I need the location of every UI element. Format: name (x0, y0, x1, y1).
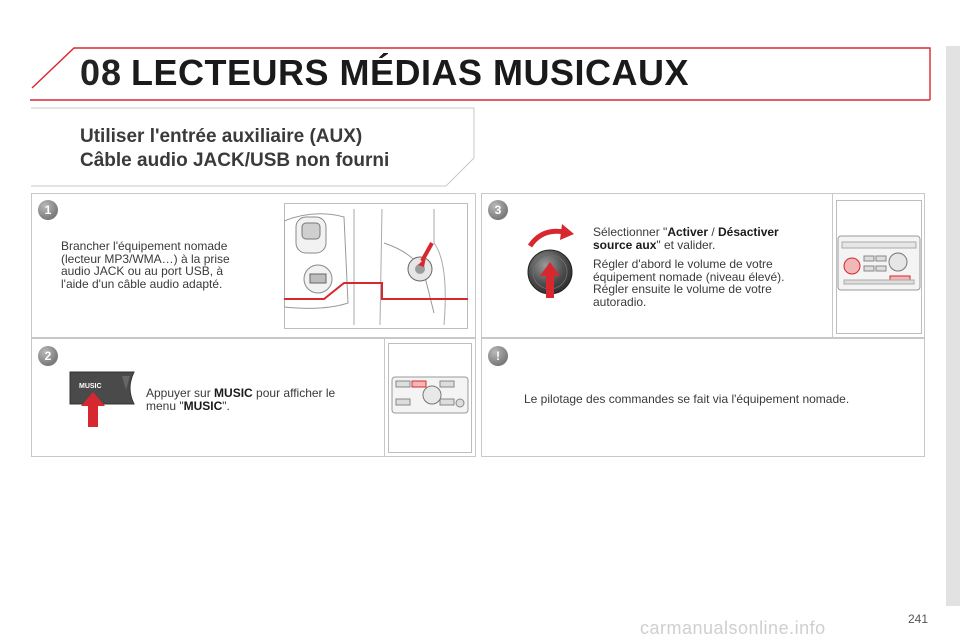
step-1-text: Brancher l'équipement nomade (lecteur MP… (61, 240, 271, 290)
music-key-label: MUSIC (79, 383, 102, 390)
section-title-line2: Câble audio JACK/USB non fourni (80, 150, 390, 171)
chapter-title: LECTEURS MÉDIAS MUSICAUX (131, 52, 690, 93)
page-number: 241 (908, 612, 929, 626)
aux-usb-socket-illustration (284, 203, 468, 329)
rotary-knob-icon (527, 224, 574, 298)
step-3-text: Sélectionner "Activer / Désactiver sourc… (593, 226, 827, 308)
radio-unit-illustration (836, 200, 922, 334)
desactiver-keyword: Désactiver (718, 225, 779, 239)
watermark: carmanualsonline.info (640, 618, 826, 638)
warning-text: Le pilotage des commandes se fait via l'… (524, 392, 850, 406)
music-key-illustration (69, 371, 135, 405)
step-1-line: audio JACK ou au port USB, à (61, 264, 224, 278)
header-frame (30, 47, 931, 101)
step-3-line: Régler ensuite le volume de votre (593, 282, 772, 296)
step-1-badge: 1 (38, 200, 58, 220)
step-1-line: l'aide d'un câble audio adapté. (61, 276, 223, 291)
press-arrow-icon (81, 392, 105, 427)
step-1-line: (lecteur MP3/WMA…) à la prise (61, 251, 230, 266)
section-header-frame (31, 107, 475, 187)
step-2-divider (384, 338, 385, 457)
side-strip (946, 46, 960, 606)
warning-badge: ! (488, 346, 508, 366)
step-3-line: Régler d'abord le volume de votre (593, 257, 773, 271)
source-aux-keyword: source aux (593, 237, 657, 252)
step-2-badge: 2 (38, 346, 58, 366)
radio-panel-illustration (388, 343, 472, 453)
step-3-divider (832, 193, 833, 338)
step-1-line: Brancher l'équipement nomade (61, 239, 228, 253)
step-3-line: équipement nomade (niveau élevé). (593, 269, 785, 284)
warning-panel (481, 338, 925, 457)
chapter-number: 08 (80, 52, 123, 93)
step-3-badge: 3 (488, 200, 508, 220)
step-3-line: autoradio. (593, 294, 647, 309)
step-2-text: Appuyer sur MUSIC pour afficher le menu … (146, 386, 336, 413)
section-title-line1: Utiliser l'entrée auxiliaire (AUX) (80, 126, 363, 147)
music-keyword: MUSIC (183, 398, 223, 413)
music-keyword: MUSIC (214, 386, 253, 400)
activer-keyword: Activer (667, 225, 708, 239)
